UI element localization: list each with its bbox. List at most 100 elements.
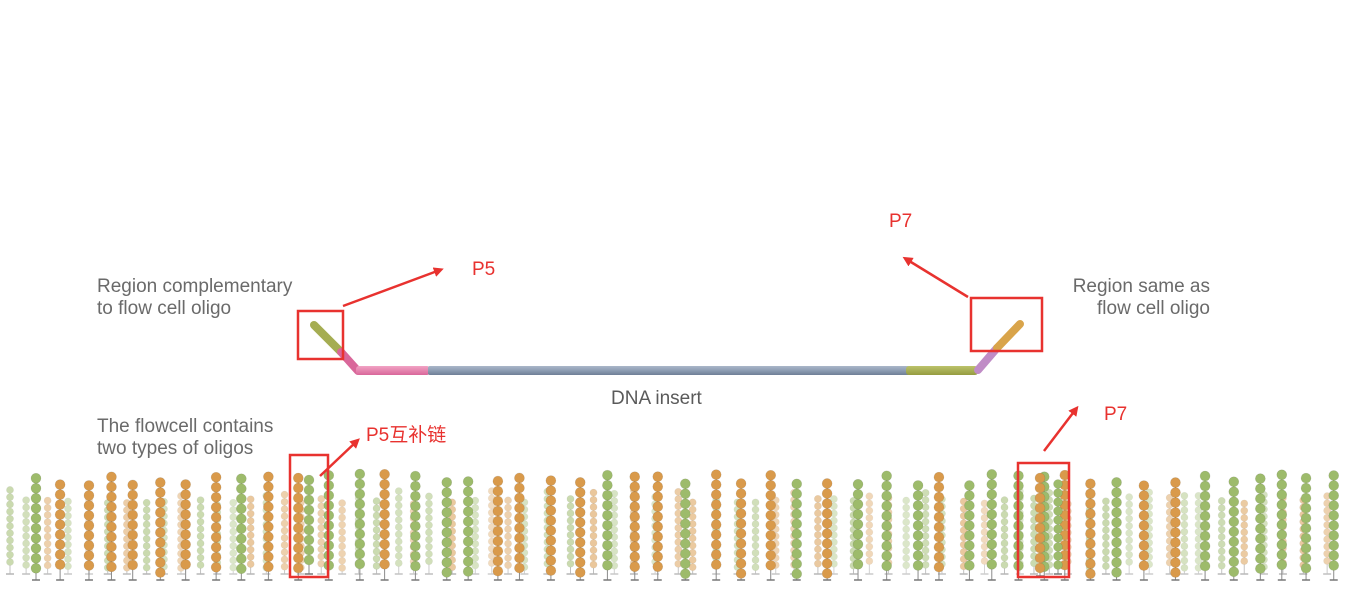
oligo-strand bbox=[821, 478, 833, 581]
oligo-strand bbox=[710, 469, 722, 581]
oligo-strand bbox=[410, 470, 421, 581]
p7-oligo-arrow bbox=[1043, 405, 1079, 452]
oligo-strand bbox=[1276, 469, 1288, 581]
oligo-strand bbox=[1217, 496, 1226, 575]
oligo-strand bbox=[492, 475, 504, 581]
oligo-strand bbox=[1255, 473, 1266, 581]
oligo-strand bbox=[1000, 496, 1009, 575]
oligo-strand bbox=[829, 495, 838, 575]
oligo-strand bbox=[1045, 488, 1054, 575]
oligo-strand bbox=[1053, 479, 1063, 575]
oligo-strand bbox=[852, 478, 864, 581]
oligo-strand bbox=[1111, 477, 1122, 581]
oligo-strand bbox=[610, 489, 619, 575]
oligo-strand bbox=[379, 468, 390, 581]
oligo-strand bbox=[43, 496, 52, 575]
oligo-strand bbox=[229, 498, 238, 575]
left-olive-segment bbox=[310, 321, 345, 356]
p7-oligo-highlight-box bbox=[1016, 461, 1071, 579]
oligo-strand bbox=[504, 496, 513, 575]
oligo-strand bbox=[127, 479, 139, 581]
oligo-strand bbox=[354, 468, 366, 581]
oligo-strand bbox=[881, 470, 892, 581]
oligo-strand bbox=[865, 492, 874, 575]
oligo-strand bbox=[791, 478, 803, 581]
dna-insert-label: DNA insert bbox=[611, 388, 702, 409]
oligo-strand bbox=[751, 498, 760, 575]
p5-complement-annotation: P5互补链 bbox=[366, 425, 447, 446]
oligo-strand bbox=[54, 479, 66, 581]
p7-highlight-box bbox=[969, 296, 1044, 353]
oligo-strand bbox=[652, 471, 664, 581]
right-olive-segment bbox=[906, 366, 978, 375]
p7-annotation: P7 bbox=[889, 211, 913, 232]
oligo-strand bbox=[180, 479, 191, 581]
p7-arrow bbox=[902, 256, 969, 299]
oligo-strand bbox=[964, 480, 975, 581]
flowcell-oligos-label: The flowcell contains two types of oligo… bbox=[97, 416, 274, 459]
oligo-strand bbox=[462, 476, 474, 581]
oligo-strand bbox=[1328, 470, 1340, 581]
oligo-strand bbox=[1228, 476, 1240, 581]
p5-highlight-box bbox=[296, 309, 345, 361]
p5-arrow bbox=[342, 267, 444, 308]
oligo-strand bbox=[441, 477, 453, 581]
dna-library-molecule bbox=[310, 320, 1024, 375]
region-complementary-label: Region complementary to flow cell oligo bbox=[97, 276, 293, 319]
oligo-strand bbox=[933, 471, 945, 581]
oligo-strand bbox=[566, 495, 575, 575]
oligo-strand bbox=[1085, 478, 1096, 581]
oligo-strand bbox=[196, 496, 205, 575]
oligo-strand bbox=[1170, 477, 1181, 581]
oligo-strand bbox=[912, 480, 924, 581]
oligo-strand bbox=[602, 469, 613, 581]
p5-complement-highlight-box bbox=[288, 453, 330, 579]
oligo-strand bbox=[317, 494, 326, 575]
oligo-strand bbox=[1240, 499, 1249, 575]
oligo-strand bbox=[6, 486, 14, 575]
left-pink-segment bbox=[356, 366, 430, 375]
oligo-strand bbox=[813, 494, 822, 575]
oligo-strand bbox=[471, 496, 480, 575]
dna-insert-segment bbox=[428, 366, 910, 375]
oligo-strand bbox=[574, 477, 586, 581]
oligo-strand bbox=[765, 469, 777, 581]
oligo-strand bbox=[1138, 480, 1150, 581]
oligo-strand bbox=[372, 497, 381, 575]
oligo-strand bbox=[303, 474, 315, 575]
oligo-strand bbox=[589, 488, 598, 575]
oligo-strand bbox=[424, 492, 433, 575]
oligo-strand bbox=[514, 472, 525, 581]
oligo-strand bbox=[629, 471, 641, 581]
oligo-strand bbox=[338, 499, 347, 575]
oligo-strand bbox=[246, 495, 255, 575]
oligo-strand bbox=[22, 496, 31, 575]
oligo-strand bbox=[210, 471, 222, 581]
oligo-strand bbox=[1199, 470, 1211, 581]
oligo-strand bbox=[735, 478, 747, 581]
oligo-strand bbox=[236, 473, 247, 581]
oligo-strand bbox=[1034, 472, 1046, 577]
right-orange-segment bbox=[993, 320, 1024, 352]
p7-oligo-annotation: P7 bbox=[1104, 404, 1128, 425]
oligo-strand bbox=[1101, 497, 1110, 575]
oligo-strand bbox=[83, 480, 95, 581]
oligo-strand bbox=[155, 477, 166, 581]
oligo-strand bbox=[1125, 493, 1134, 575]
oligo-strand bbox=[1180, 491, 1189, 575]
oligo-strand bbox=[142, 498, 151, 575]
p5-annotation: P5 bbox=[472, 259, 496, 280]
oligo-strand bbox=[263, 471, 274, 581]
oligo-strand bbox=[63, 497, 72, 575]
oligo-strand bbox=[394, 487, 403, 575]
oligo-strand bbox=[106, 471, 117, 581]
p5-complement-arrow bbox=[319, 438, 360, 477]
flowcell-oligo-lawn bbox=[6, 468, 1340, 581]
oligo-strand bbox=[280, 490, 289, 575]
oligo-strand bbox=[680, 478, 691, 581]
oligo-strand bbox=[545, 475, 557, 581]
region-same-label: Region same as flow cell oligo bbox=[1072, 276, 1210, 319]
oligo-strand bbox=[986, 469, 998, 581]
oligo-strand bbox=[292, 472, 304, 581]
